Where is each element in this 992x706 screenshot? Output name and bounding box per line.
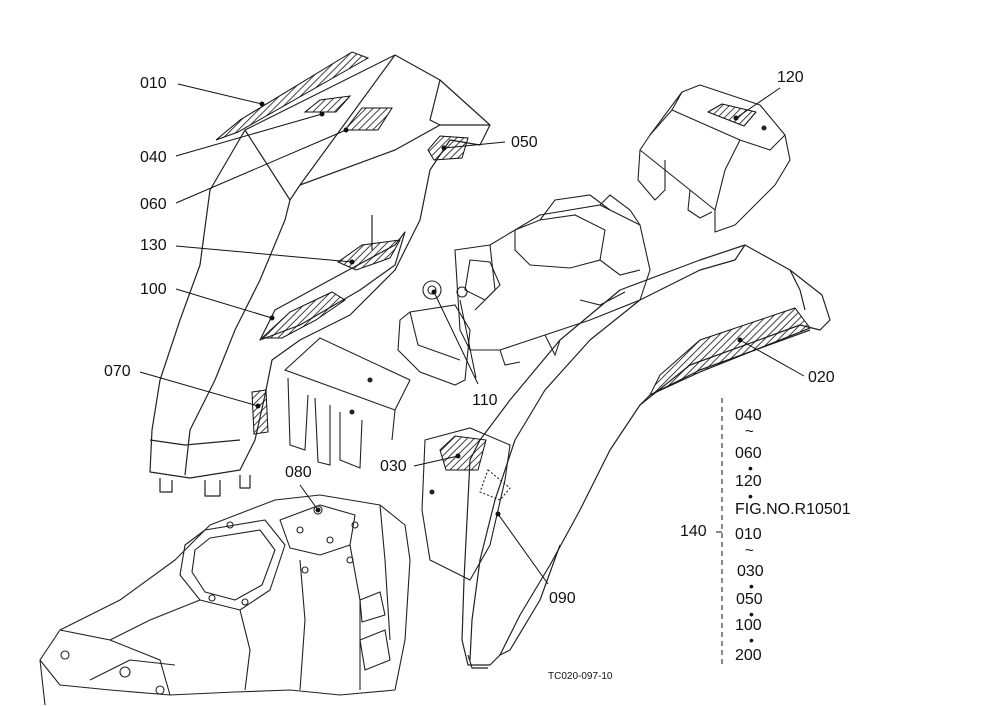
- spec-dot-2: •: [748, 488, 753, 504]
- callout-050: 050: [511, 134, 538, 151]
- spec-line-120: 120: [735, 473, 762, 490]
- callout-070: 070: [104, 363, 131, 380]
- spec-fig-no: FIG.NO.R10501: [735, 501, 851, 518]
- spec-line-040: 040: [735, 407, 762, 424]
- callout-100: 100: [140, 281, 167, 298]
- spec-dot-5: •: [749, 632, 754, 648]
- engine-assembly: [397, 194, 651, 386]
- callout-090: 090: [549, 590, 576, 607]
- spec-tilde-2: ~: [745, 542, 754, 559]
- drawing-code: TC020-097-10: [548, 671, 613, 682]
- right-side-panel: [421, 427, 511, 581]
- callout-020: 020: [808, 369, 835, 386]
- callout-140: 140: [680, 523, 707, 540]
- spec-line-010: 010: [735, 526, 762, 543]
- top-right-cover: [637, 84, 791, 233]
- spec-dot-1: •: [748, 460, 753, 476]
- left-fender: [149, 54, 491, 497]
- spec-line-050: 050: [736, 591, 763, 608]
- callout-010: 010: [140, 75, 167, 92]
- leader-lines: [139, 83, 805, 585]
- transmission-housing: [39, 494, 411, 706]
- callout-110: 110: [472, 392, 498, 409]
- spec-line-030: 030: [737, 563, 764, 580]
- spec-dot-4: •: [749, 606, 754, 622]
- spec-dot-3: •: [749, 578, 754, 594]
- callout-080: 080: [285, 464, 312, 481]
- right-fender: [461, 244, 831, 669]
- spec-line-100: 100: [735, 617, 762, 634]
- callout-060: 060: [140, 196, 167, 213]
- spec-line-200: 200: [735, 647, 762, 664]
- callout-030: 030: [380, 458, 407, 475]
- spec-tilde-1: ~: [745, 423, 754, 440]
- callout-130: 130: [140, 237, 167, 254]
- spec-line-060: 060: [735, 445, 762, 462]
- left-fender-decals: [215, 51, 469, 435]
- callout-040: 040: [140, 149, 167, 166]
- centre-bracket: [283, 337, 411, 469]
- callout-120: 120: [777, 69, 804, 86]
